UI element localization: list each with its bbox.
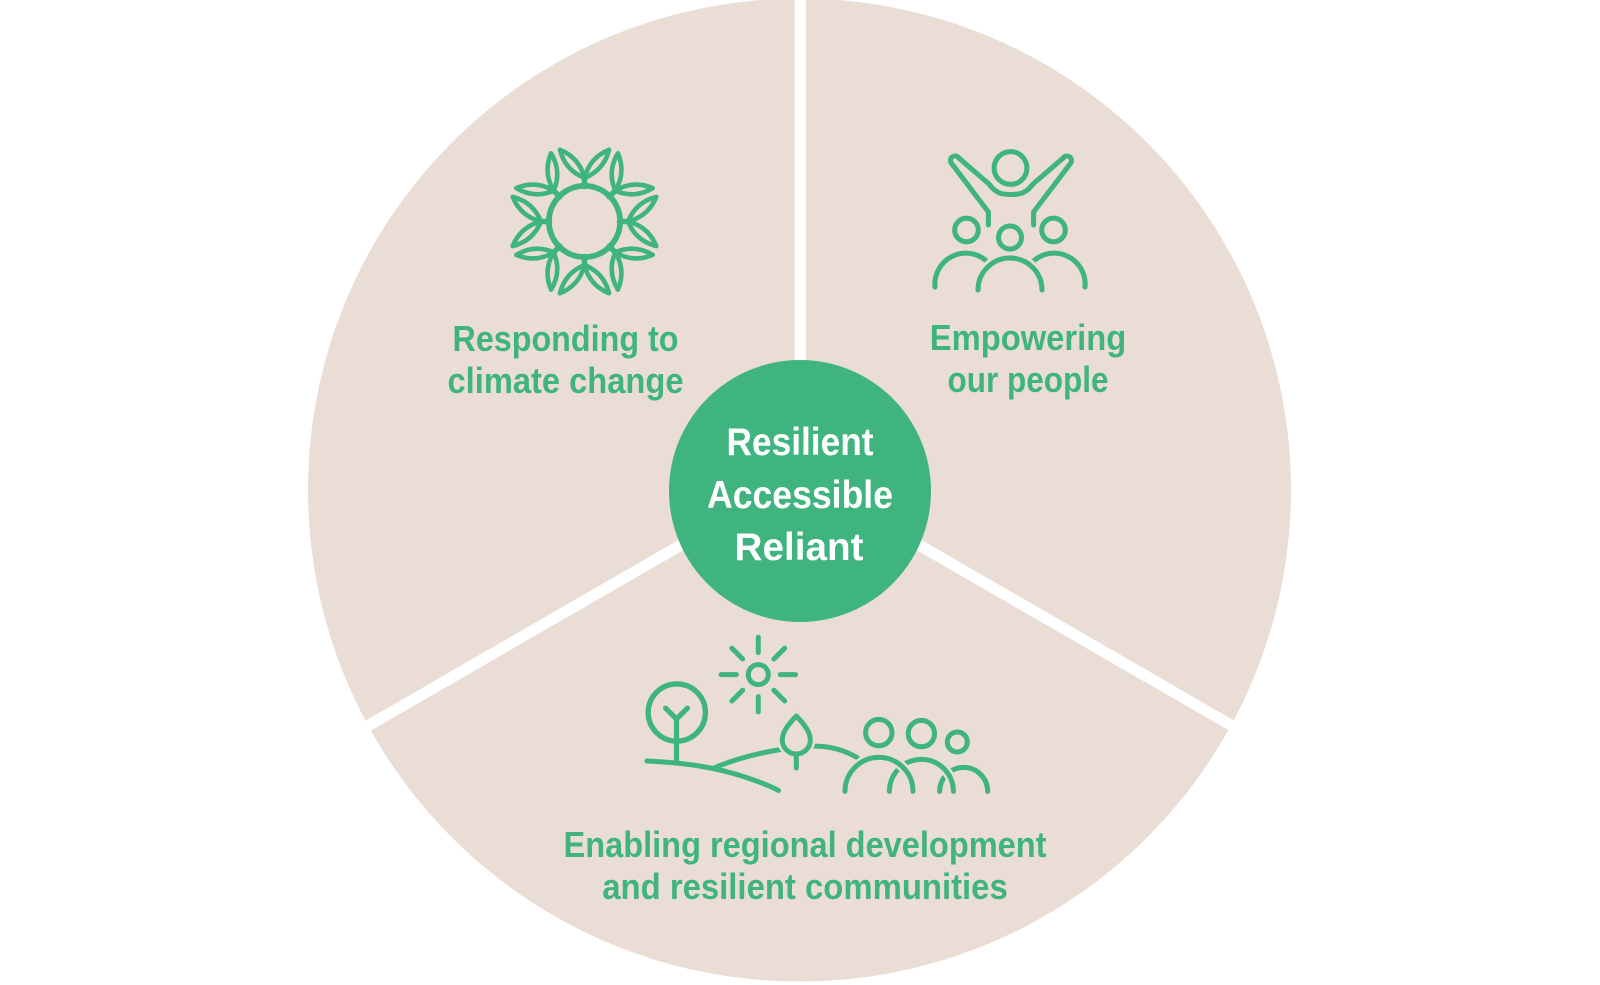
svg-text:Resilient: Resilient xyxy=(727,421,874,464)
svg-text:climate change: climate change xyxy=(448,361,684,401)
svg-text:and resilient communities: and resilient communities xyxy=(602,867,1008,907)
svg-text:Reliant: Reliant xyxy=(735,526,864,569)
svg-text:Empowering: Empowering xyxy=(930,318,1127,358)
svg-text:our people: our people xyxy=(948,360,1109,400)
svg-text:Enabling regional development: Enabling regional development xyxy=(564,825,1047,865)
svg-text:Responding to: Responding to xyxy=(453,319,679,359)
svg-text:Accessible: Accessible xyxy=(707,474,893,517)
